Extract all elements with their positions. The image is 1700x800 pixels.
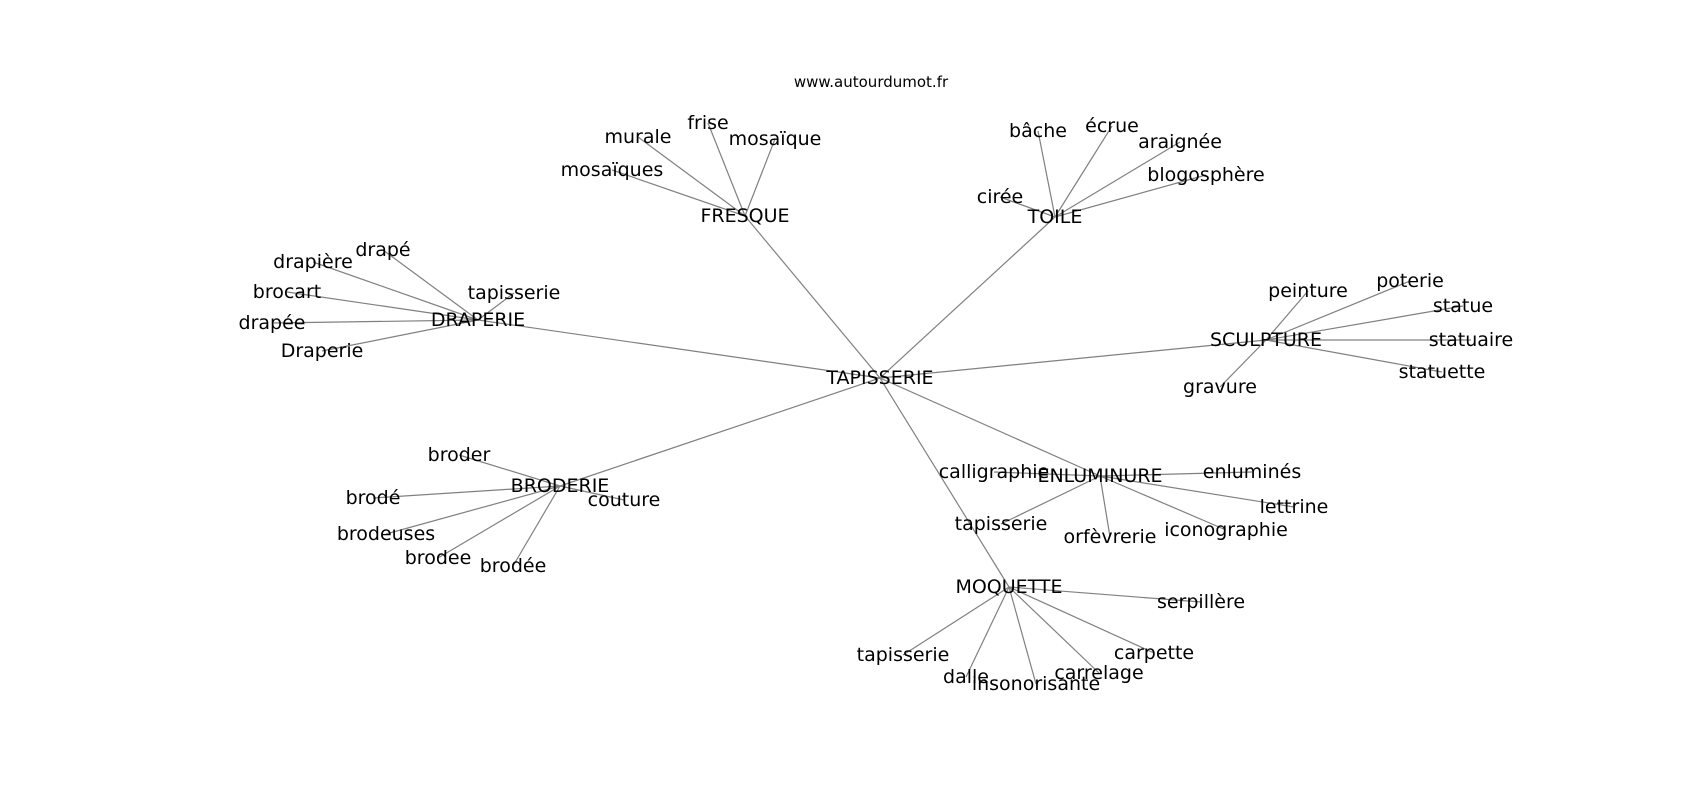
leaf-node-sculpture-gravure: gravure	[1183, 376, 1257, 398]
edge-draperie-drapee	[271, 319, 479, 324]
edge-center-toile	[879, 216, 1056, 379]
edge-toile-blogosphere	[1054, 174, 1207, 218]
hub-node-enluminure: ENLUMINURE	[1037, 465, 1162, 487]
leaf-node-toile-araignee: araignée	[1138, 131, 1222, 153]
edge-draperie-brocart	[286, 291, 479, 321]
edge-toile-ciree	[999, 196, 1056, 218]
hub-node-sculpture: SCULPTURE	[1210, 329, 1322, 351]
edge-draperie-drapiere	[312, 261, 479, 321]
edge-center-draperie	[477, 319, 881, 379]
leaf-node-sculpture-poterie: poterie	[1376, 270, 1444, 292]
leaf-node-enluminure-enlumines: enluminés	[1203, 461, 1301, 483]
leaf-node-enluminure-iconographie: iconographie	[1164, 519, 1288, 541]
edge-fresque-mosaique	[744, 138, 776, 217]
hub-node-fresque: FRESQUE	[700, 205, 789, 227]
leaf-node-draperie-drapiere: drapière	[273, 251, 353, 273]
leaf-node-sculpture-statue: statue	[1433, 295, 1493, 317]
edge-fresque-mosaiques	[611, 169, 746, 217]
leaf-node-fresque-mosaique: mosaïque	[729, 128, 822, 150]
edge-broderie-broder	[458, 454, 561, 487]
edge-fresque-murale	[637, 136, 746, 217]
edge-center-sculpture	[879, 339, 1267, 379]
leaf-node-toile-ecrue: écrue	[1085, 115, 1139, 137]
edge-broderie-brodee2	[512, 485, 561, 567]
leaf-node-draperie-tapisserie: tapisserie	[468, 282, 561, 304]
edge-fresque-frise	[707, 122, 746, 217]
edge-enluminure-enlumines	[1099, 471, 1253, 477]
edge-sculpture-gravure	[1219, 339, 1267, 388]
edge-moquette-tapisserie	[902, 586, 1010, 656]
leaf-node-sculpture-statuette: statuette	[1399, 361, 1486, 383]
edge-sculpture-statuette	[1265, 339, 1443, 373]
leaf-node-sculpture-statuaire: statuaire	[1429, 329, 1514, 351]
edge-moquette-carrelage	[1008, 586, 1100, 674]
leaf-node-toile-ciree: cirée	[977, 186, 1024, 208]
leaf-node-moquette-insonorisante: insonorisante	[972, 673, 1100, 695]
edge-sculpture-poterie	[1265, 280, 1411, 341]
leaf-node-enluminure-calligraphie: calligraphie	[939, 461, 1050, 483]
leaf-node-moquette-carrelage: carrelage	[1054, 662, 1143, 684]
leaf-node-fresque-murale: murale	[605, 126, 672, 148]
edge-broderie-couture	[559, 485, 625, 501]
hub-node-moquette: MOQUETTE	[955, 576, 1062, 598]
edge-moquette-dalle	[965, 586, 1010, 678]
graph-edges	[271, 122, 1471, 685]
leaf-node-enluminure-tapisserie: tapisserie	[955, 513, 1048, 535]
edge-draperie-draperie	[321, 319, 479, 352]
edge-broderie-brodee	[437, 485, 561, 559]
leaf-node-moquette-tapisserie: tapisserie	[857, 644, 950, 666]
hub-node-toile: TOILE	[1027, 206, 1083, 228]
edge-moquette-serpillere	[1008, 586, 1202, 603]
edge-enluminure-orfevrerie	[1099, 475, 1111, 538]
edge-draperie-drape	[382, 249, 479, 321]
edge-enluminure-tapisserie	[1000, 475, 1101, 525]
leaf-node-broderie-brodee2: brodée	[480, 555, 547, 577]
edge-sculpture-peinture	[1265, 290, 1309, 341]
leaf-node-broderie-broder: broder	[428, 444, 491, 466]
leaf-node-broderie-brodeuses: brodeuses	[337, 523, 435, 545]
site-url-label: www.autourdumot.fr	[794, 73, 949, 91]
edge-center-moquette	[879, 377, 1010, 588]
hub-node-broderie: BRODERIE	[511, 475, 610, 497]
leaf-node-toile-blogosphere: blogosphère	[1147, 164, 1264, 186]
leaf-node-toile-bache: bâche	[1009, 120, 1067, 142]
edge-sculpture-statue	[1265, 305, 1464, 341]
leaf-node-draperie-draperie: Draperie	[281, 340, 364, 362]
leaf-node-sculpture-peinture: peinture	[1268, 280, 1348, 302]
leaf-node-draperie-drape: drapé	[355, 239, 410, 261]
leaf-node-fresque-mosaiques: mosaïques	[561, 159, 664, 181]
leaf-node-enluminure-orfevrerie: orfèvrerie	[1064, 526, 1157, 548]
leaf-node-broderie-brode: brodé	[346, 487, 401, 509]
edge-center-fresque	[744, 215, 881, 379]
leaf-node-fresque-frise: frise	[687, 112, 728, 134]
edge-enluminure-iconographie	[1099, 475, 1227, 531]
edge-toile-araignee	[1054, 141, 1181, 218]
leaf-node-moquette-dalle: dalle	[943, 666, 989, 688]
edge-toile-bache	[1037, 130, 1056, 218]
hub-node-draperie: DRAPERIE	[431, 309, 525, 331]
edge-broderie-brode	[372, 485, 561, 499]
edge-enluminure-calligraphie	[993, 471, 1101, 477]
leaf-node-moquette-serpillere: serpillère	[1157, 591, 1245, 613]
leaf-node-draperie-drapee: drapée	[239, 312, 306, 334]
leaf-node-broderie-couture: couture	[588, 489, 661, 511]
leaf-node-draperie-brocart: brocart	[253, 281, 321, 303]
center-node-label: TAPISSERIE	[825, 367, 933, 389]
edge-broderie-brodeuses	[385, 485, 561, 535]
edge-center-enluminure	[879, 377, 1101, 477]
edge-toile-ecrue	[1054, 125, 1113, 218]
leaf-node-enluminure-lettrine: lettrine	[1260, 496, 1329, 518]
edge-draperie-tapisserie	[477, 292, 515, 321]
edge-center-broderie	[559, 377, 881, 487]
edge-enluminure-lettrine	[1099, 475, 1295, 508]
leaf-node-moquette-carpette: carpette	[1114, 642, 1194, 664]
edge-moquette-insonorisante	[1008, 586, 1037, 685]
edge-moquette-carpette	[1008, 586, 1155, 654]
leaf-node-broderie-brodee: brodee	[405, 547, 472, 569]
